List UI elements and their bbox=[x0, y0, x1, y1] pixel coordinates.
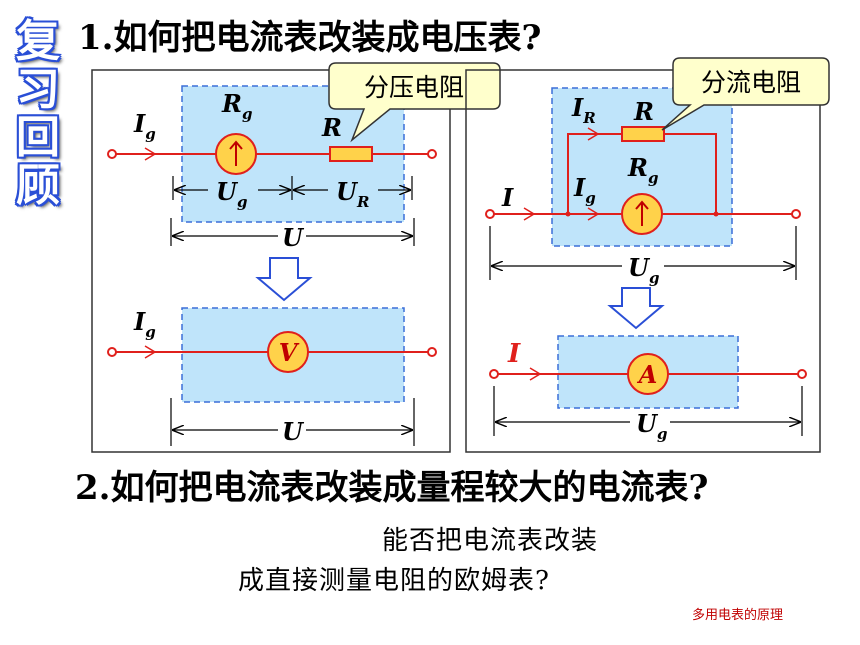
left-callout-text: 分压电阻 bbox=[364, 73, 464, 102]
right-ir-label: IR bbox=[571, 93, 596, 127]
review-char-2: 习 bbox=[16, 64, 60, 115]
question-1: 1.如何把电流表改装成电压表? bbox=[78, 18, 542, 58]
right-ig-label: Ig bbox=[573, 173, 596, 207]
right-galvanometer-needle-icon bbox=[635, 200, 649, 226]
voltmeter-symbol: V bbox=[279, 338, 300, 367]
left-current-arrow bbox=[144, 147, 157, 161]
left-panel-frame bbox=[91, 69, 451, 453]
left-current-label: Ig bbox=[133, 109, 156, 143]
right-ug-top-label: Ug bbox=[628, 253, 659, 287]
right-current-label: I bbox=[501, 183, 514, 212]
left-callout bbox=[328, 62, 501, 143]
left-terminal-a bbox=[107, 149, 117, 159]
right-resistor-label: R bbox=[633, 97, 654, 126]
review-char-4: 顾 bbox=[16, 160, 60, 211]
right-transform-arrow-icon bbox=[607, 287, 665, 330]
left-u-bottom-label: U bbox=[282, 417, 305, 446]
voltmeter-icon bbox=[267, 331, 309, 373]
right-meter-res-label: Rg bbox=[627, 153, 658, 187]
left-ur-label: UR bbox=[336, 177, 369, 211]
right-panel-frame bbox=[465, 69, 821, 453]
left-terminal-b bbox=[427, 149, 437, 159]
right-callout bbox=[661, 57, 830, 131]
right-current2-label: I bbox=[507, 339, 521, 369]
left-u-total-label: U bbox=[282, 223, 305, 252]
right-callout-text: 分流电阻 bbox=[701, 68, 801, 97]
ammeter-symbol: A bbox=[637, 360, 658, 389]
right-ug-bottom-label: Ug bbox=[636, 409, 667, 443]
left-transform-arrow-icon bbox=[255, 257, 313, 302]
review-char-1: 复 bbox=[16, 16, 60, 67]
galvanometer-needle-icon bbox=[229, 140, 243, 166]
left-meter-res-label: Rg bbox=[221, 89, 252, 123]
question-2: 2.如何把电流表改装成量程较大的电流表? bbox=[75, 468, 709, 508]
left-resistor-label: R bbox=[321, 113, 342, 142]
left-resistor bbox=[329, 146, 373, 162]
left-ug-label: Ug bbox=[216, 177, 247, 211]
shunt-resistor bbox=[621, 126, 665, 142]
review-title: 复 习 回 顾 bbox=[10, 18, 66, 210]
review-char-3: 回 bbox=[16, 112, 60, 163]
footer-link[interactable]: 多用电表的原理 bbox=[692, 608, 784, 623]
left-current2-label: Ig bbox=[133, 307, 156, 341]
note-line-2: 成直接测量电阻的欧姆表? bbox=[238, 566, 550, 596]
note-line-1: 能否把电流表改装 bbox=[382, 526, 599, 556]
ammeter-icon bbox=[627, 353, 669, 395]
voltmeter-box bbox=[181, 307, 405, 403]
